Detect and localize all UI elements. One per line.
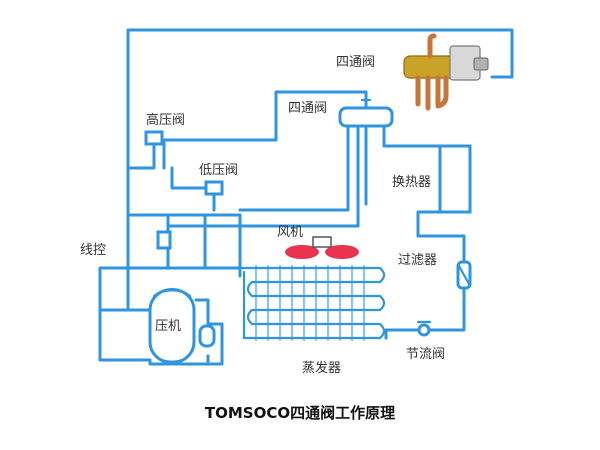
label-filter: 过滤器 xyxy=(398,253,438,268)
pipe-frame-lower-left xyxy=(98,266,242,278)
label-evaporator: 蒸发器 xyxy=(302,361,342,376)
four-way-valve-photo xyxy=(403,33,489,111)
pipe-four-way-left xyxy=(238,126,350,212)
wire-control-box xyxy=(156,230,172,250)
pipe-outer-loop xyxy=(126,28,514,272)
fan-hub xyxy=(312,236,332,248)
label-wire-control: 线控 xyxy=(80,243,107,258)
fan-blade-left xyxy=(285,245,319,259)
accumulator-shape xyxy=(198,324,216,348)
pipe-four-way-mid xyxy=(168,126,368,228)
heat-exchanger-box xyxy=(438,144,472,214)
label-high-pressure-valve: 高压阀 xyxy=(146,113,186,128)
compressor-shape xyxy=(148,287,196,364)
pipe-right-loop xyxy=(384,234,466,340)
pipe-frame-bottom-compressor xyxy=(148,322,224,366)
pipe-frame-left xyxy=(126,213,242,270)
label-four-way-valve: 四通阀 xyxy=(288,101,328,116)
fan-shape xyxy=(285,236,359,259)
label-throttle-valve: 节流阀 xyxy=(406,347,446,362)
pipe-low-pressure xyxy=(170,166,216,212)
throttle-valve-shape xyxy=(416,320,432,337)
diagram-caption: TOMSOCO四通阀工作原理 xyxy=(204,404,396,422)
label-heat-exchanger: 换热器 xyxy=(392,175,432,190)
label-four-way-valve-top: 四通阀 xyxy=(336,55,376,70)
high-pressure-valve-body xyxy=(144,130,164,146)
pipe-to-four-way-valve xyxy=(162,90,368,170)
pipe-four-way-right xyxy=(382,126,442,214)
label-compressor: 压机 xyxy=(155,319,182,334)
evaporator-coil xyxy=(238,264,386,342)
pipe-frame-outer-left xyxy=(98,266,152,362)
four-way-valve-schematic xyxy=(338,94,394,136)
filter-shape xyxy=(456,260,472,290)
fan-blade-right xyxy=(325,245,359,259)
label-low-pressure-valve: 低压阀 xyxy=(199,163,239,178)
pipe-compressor-right xyxy=(194,298,210,366)
label-fan: 风机 xyxy=(277,225,304,240)
low-pressure-valve-body xyxy=(204,180,224,196)
